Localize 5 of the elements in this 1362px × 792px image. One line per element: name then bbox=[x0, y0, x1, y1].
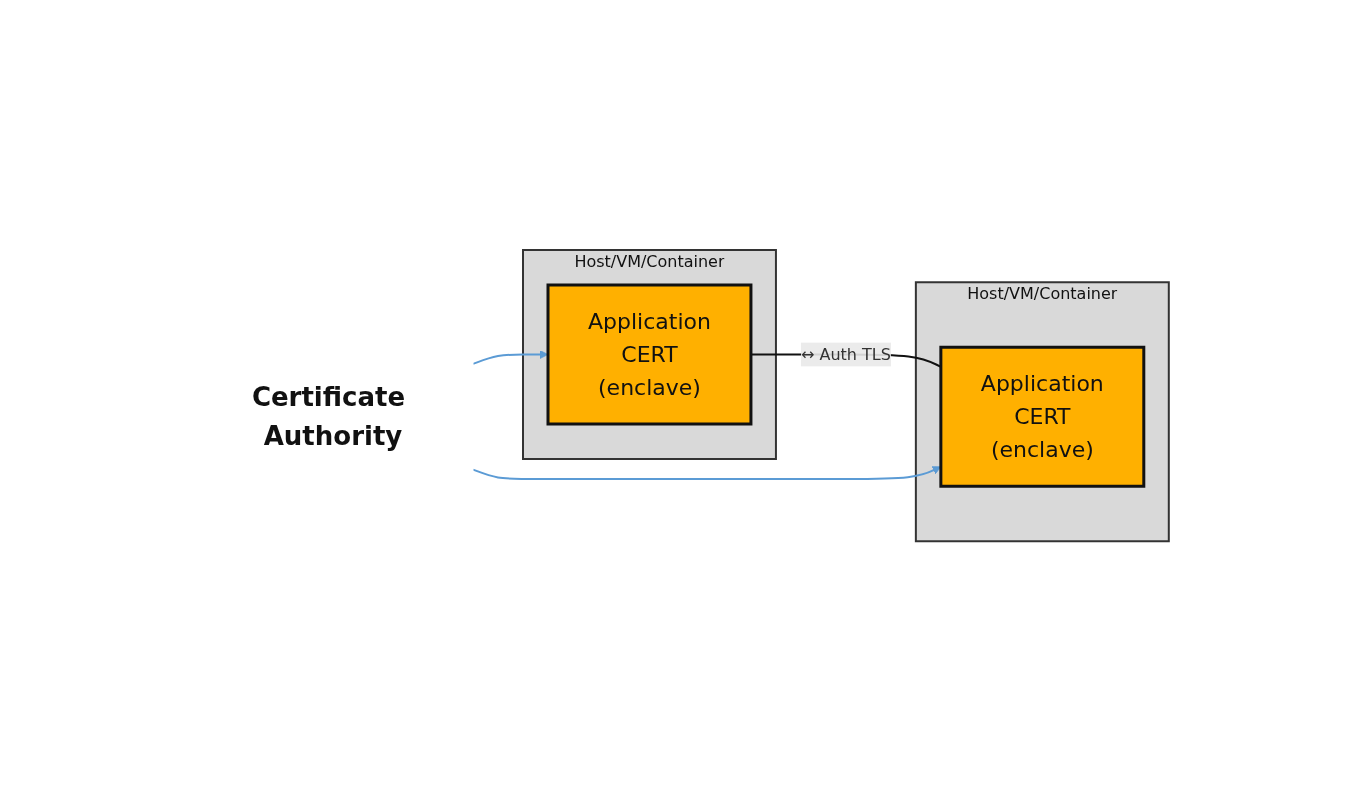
arrow bbox=[472, 350, 549, 366]
node-box: Application CERT (enclave) bbox=[546, 283, 753, 426]
node-text: Certificate Authority bbox=[251, 382, 406, 452]
node-box: Application CERT (enclave) bbox=[939, 346, 1146, 489]
edge-label: ↔ Auth TLS bbox=[801, 344, 891, 364]
